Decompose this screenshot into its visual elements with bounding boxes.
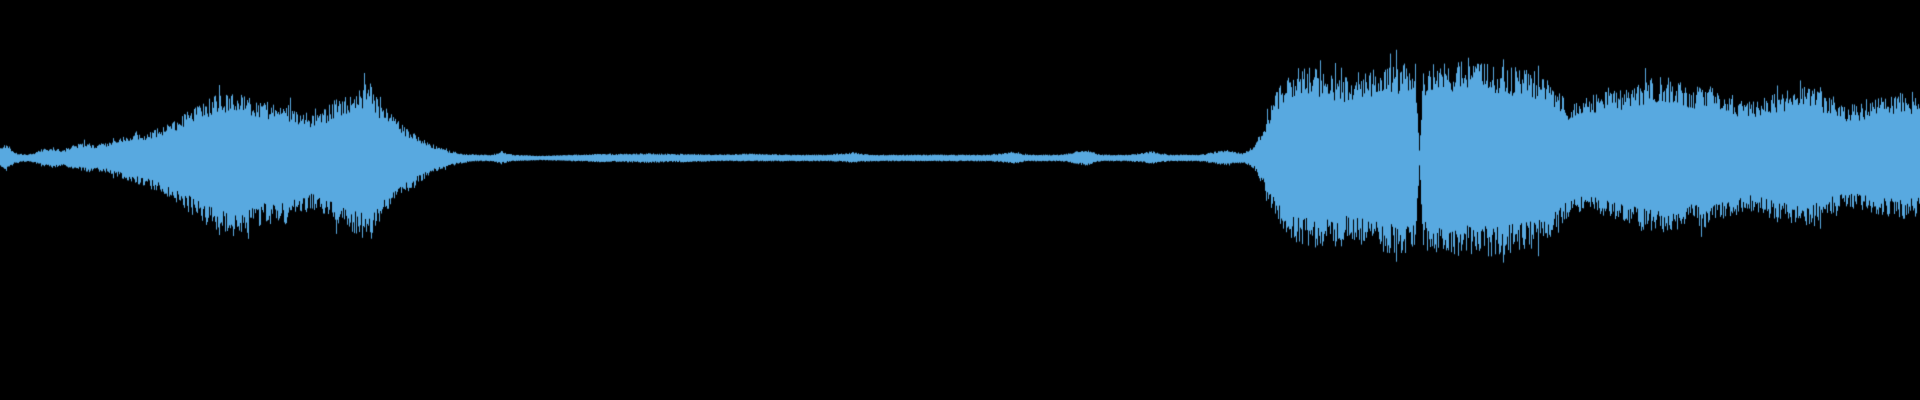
waveform-canvas[interactable]	[0, 0, 1920, 400]
waveform-container	[0, 0, 1920, 400]
